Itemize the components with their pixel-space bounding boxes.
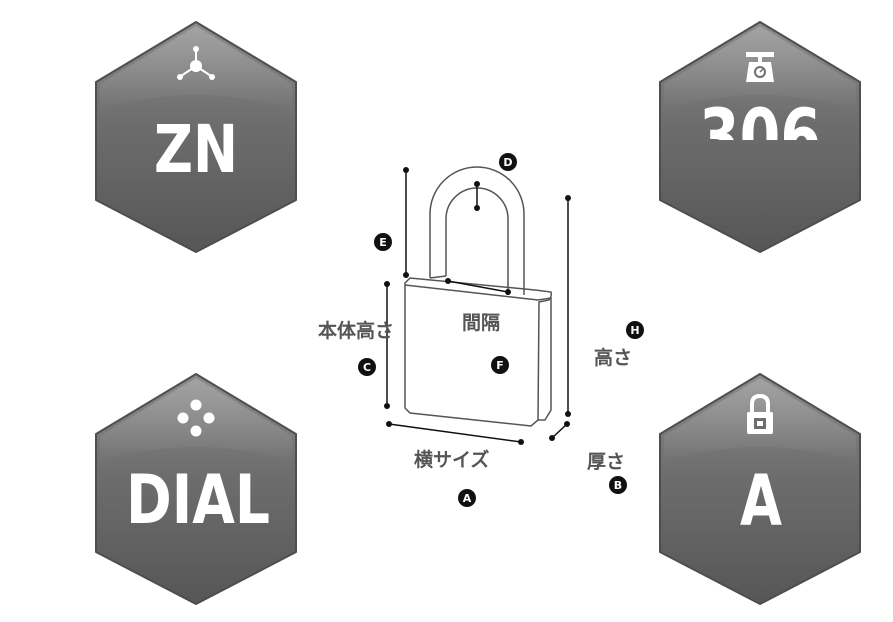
dimension-badge-f: F <box>491 356 509 374</box>
label-body-height: 本体高さ <box>318 319 394 342</box>
lock-type-badge: DIAL <box>95 373 297 605</box>
dimension-b-letter: B <box>614 479 622 492</box>
dimension-d-letter: D <box>503 156 512 169</box>
dimension-badge-b: B <box>609 476 627 494</box>
padlock-icon <box>747 393 773 434</box>
lock-type-badge-text: DIAL <box>126 461 270 540</box>
dimension-h-letter: H <box>630 324 639 337</box>
weight-badge-text: 306 <box>699 92 821 181</box>
material-badge-text: ZN <box>154 111 238 188</box>
dimension-badge-h: H <box>626 321 644 339</box>
material-badge: ZN <box>95 21 297 253</box>
weight-badge: 306 <box>659 21 861 253</box>
label-total-height: 高さ <box>594 346 632 369</box>
scale-icon <box>746 52 774 82</box>
dimension-badge-d: D <box>499 153 517 171</box>
shackle-badge: A <box>659 373 861 605</box>
molecule-icon <box>177 46 215 80</box>
label-spacing: 間隔 <box>462 312 500 334</box>
dial-buttons-icon <box>177 399 215 437</box>
dimension-badge-c: C <box>358 358 376 376</box>
dimension-f-letter: F <box>496 359 504 372</box>
dimension-a-letter: A <box>463 492 472 505</box>
dimension-e-letter: E <box>379 236 387 249</box>
label-thickness: 厚さ <box>587 451 625 473</box>
dimension-c-letter: C <box>363 361 371 374</box>
dimension-badge-e: E <box>374 233 392 251</box>
dimension-badge-a: A <box>458 489 476 507</box>
label-width: 横サイズ <box>414 448 489 471</box>
dimension-lines <box>384 167 571 445</box>
shackle-badge-text: A <box>740 460 782 542</box>
